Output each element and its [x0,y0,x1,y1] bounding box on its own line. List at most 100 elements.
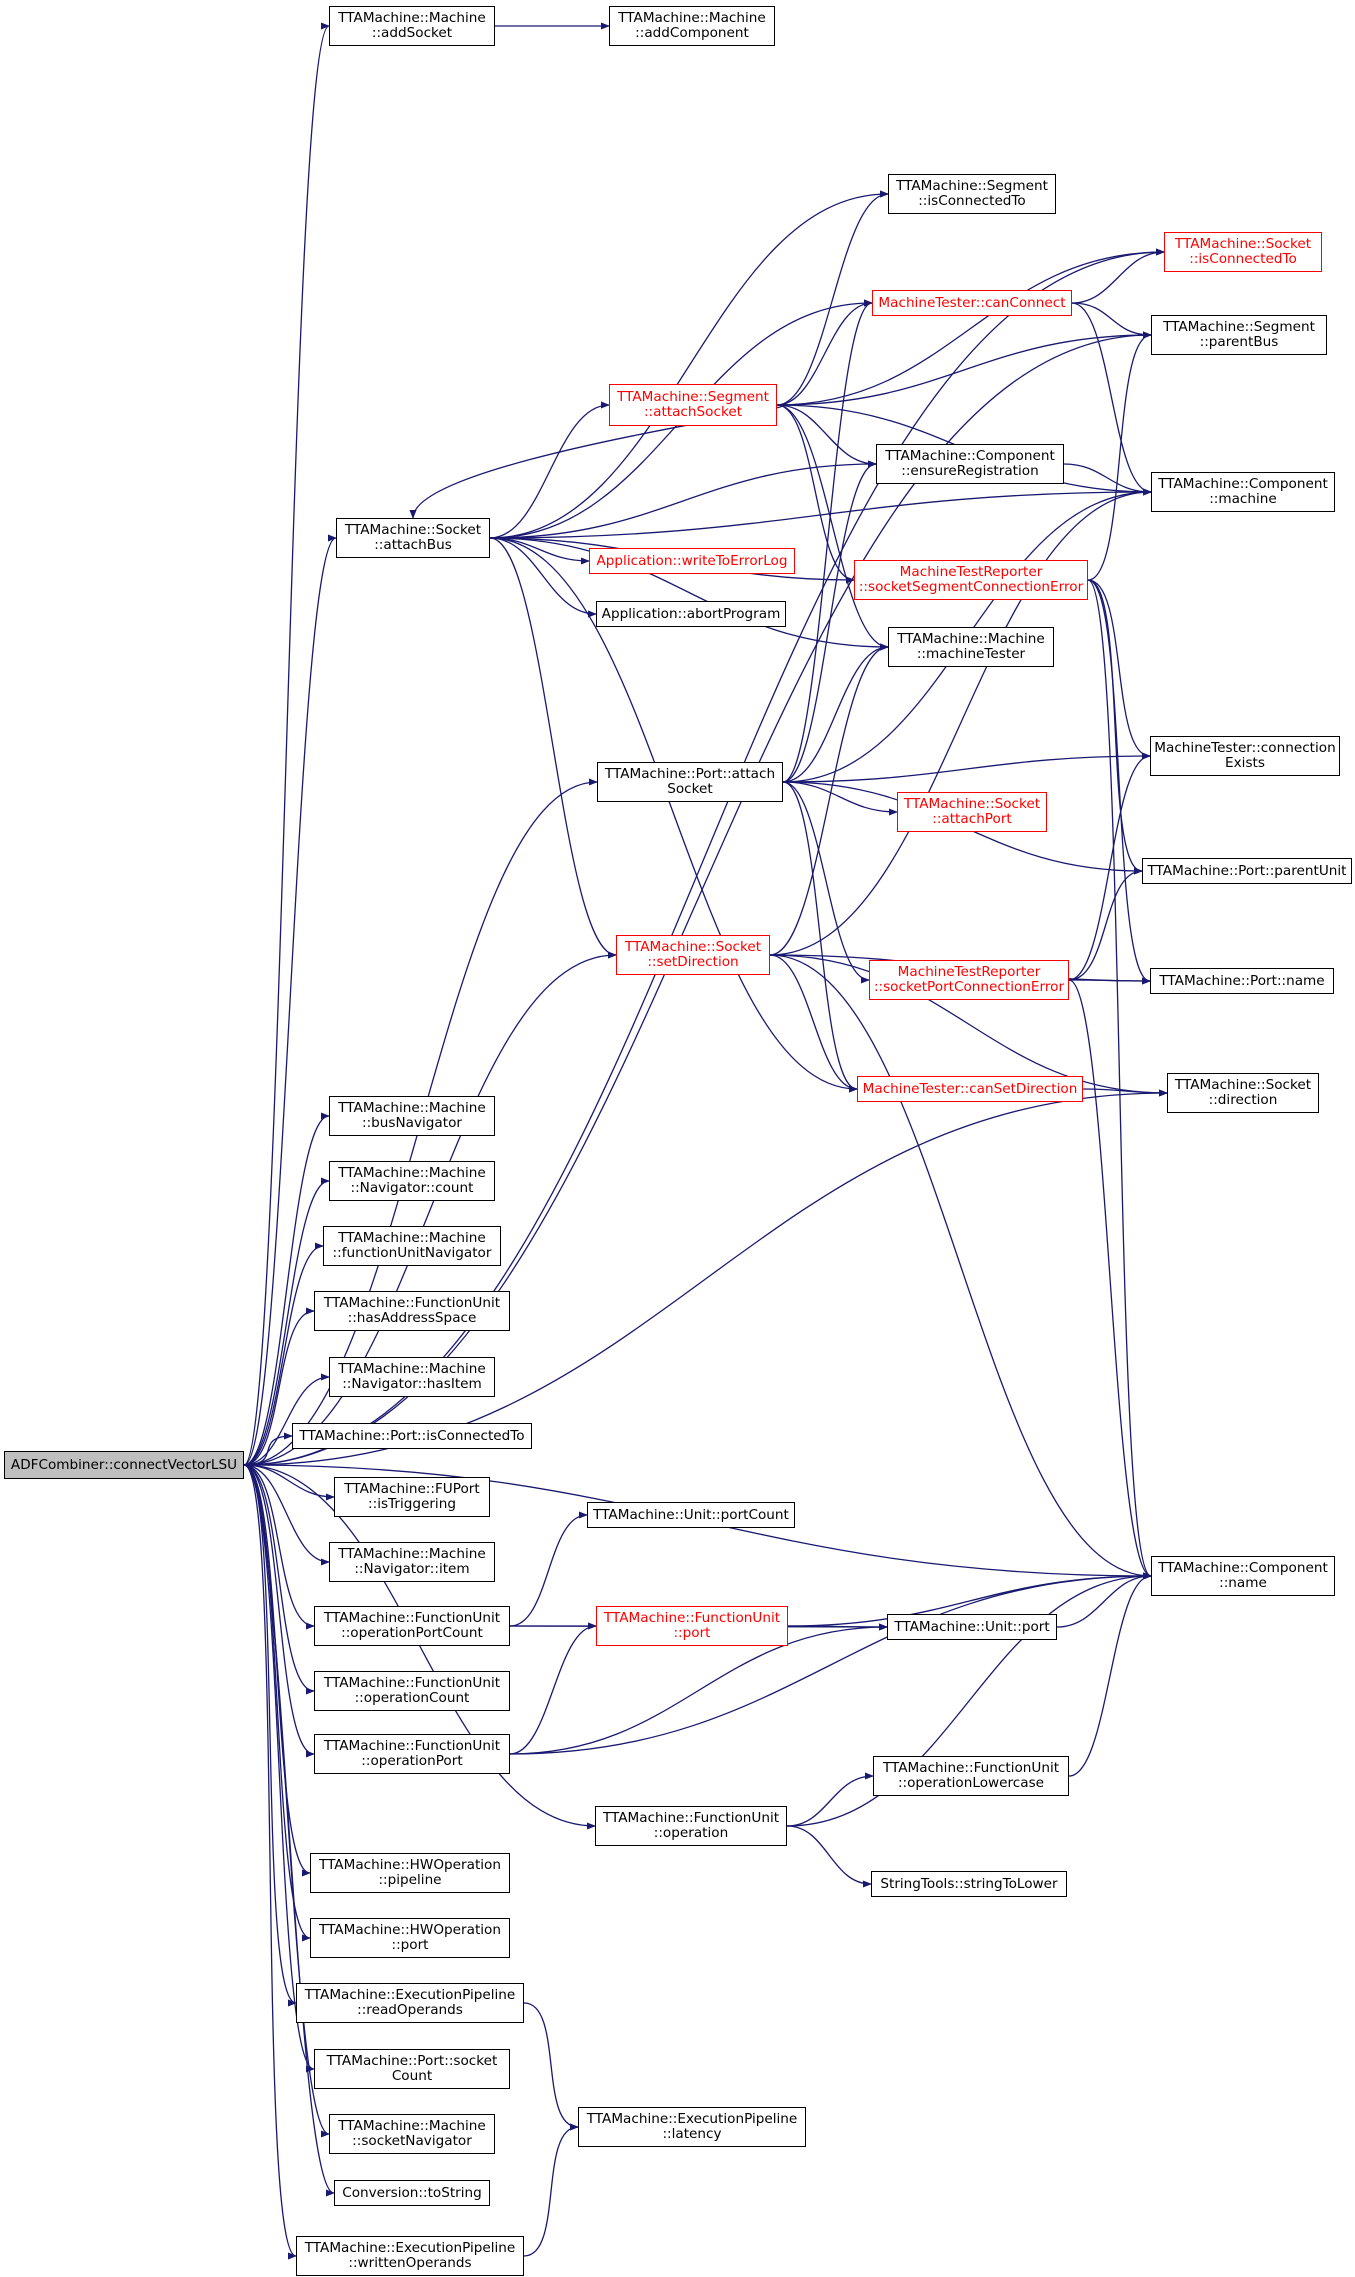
node-functionunit-port[interactable]: TTAMachine::FunctionUnit ::port [596,1606,788,1646]
node-navigator-hasitem[interactable]: TTAMachine::Machine ::Navigator::hasItem [329,1357,495,1397]
call-edge-reporter_socketSegment-to-tester_connectionExists [1087,579,1151,760]
node-port-isconnectedto[interactable]: TTAMachine::Port::isConnectedTo [292,1423,532,1449]
node-component-ensureregistration[interactable]: TTAMachine::Component ::ensureRegistrati… [876,444,1064,484]
call-edge-socket_attachBus-to-app_abortProgram [489,537,597,618]
call-edge-fu_operationPort-to-unit_port [509,1623,888,1755]
call-edge-socket_setDirection-to-machine_machineTester [769,643,889,956]
node-port-attachsocket[interactable]: TTAMachine::Port::attach Socket [597,762,783,802]
call-edge-reporter_socketPort-to-port_parentUnit [1068,867,1143,981]
call-edge-root-to-machine_busNavigator [243,1112,330,1466]
call-edge-fu_operationLowercase-to-component_name [1068,1572,1152,1777]
call-edge-socket_attachBus-to-machine_machineTester [489,537,889,651]
call-edge-root-to-socket_direction [243,1089,1168,1466]
call-edge-segment_attachSocket-to-segment_isConnectedTo [776,190,889,406]
node-navigator-count[interactable]: TTAMachine::Machine ::Navigator::count [329,1161,495,1201]
call-edge-segment_attachSocket-to-machine_machineTester [776,404,889,651]
call-edge-socket_setDirection-to-component_name [769,954,1152,1580]
node-fuport-istriggering[interactable]: TTAMachine::FUPort ::isTriggering [334,1477,490,1517]
call-edge-root-to-machine_fuNavigator [243,1242,324,1466]
node-port-name[interactable]: TTAMachine::Port::name [1150,968,1334,994]
call-edge-root-to-fu_operationCount [243,1464,315,1695]
node-machine-busnavigator[interactable]: TTAMachine::Machine ::busNavigator [329,1096,495,1136]
node-segment-isconnectedto[interactable]: TTAMachine::Segment ::isConnectedTo [888,174,1056,214]
call-edge-port_attachSocket-to-machine_machineTester [782,643,889,783]
node-application-abortprogram[interactable]: Application::abortProgram [596,601,786,627]
node-functionunit-operationlowercase[interactable]: TTAMachine::FunctionUnit ::operationLowe… [873,1756,1069,1796]
node-component-name[interactable]: TTAMachine::Component ::name [1151,1556,1335,1596]
node-socket-attachbus[interactable]: TTAMachine::Socket ::attachBus [336,518,490,558]
node-segment-attachsocket[interactable]: TTAMachine::Segment ::attachSocket [609,384,777,426]
node-socket-direction[interactable]: TTAMachine::Socket ::direction [1167,1073,1319,1113]
call-edge-reporter_socketPort-to-port_name [1068,977,1151,985]
call-edge-tester_canConnect-to-socket_isConnectedTo [1071,248,1165,304]
call-edge-port_attachSocket-to-tester_canSetDirection [782,781,858,1093]
node-functionunit-hasaddressspace[interactable]: TTAMachine::FunctionUnit ::hasAddressSpa… [314,1291,510,1331]
node-executionpipeline-readoperands[interactable]: TTAMachine::ExecutionPipeline ::readOper… [296,1983,524,2023]
call-edge-fu_operation-to-stringTools_stringToLower [786,1825,872,1888]
node-conversion-tostring[interactable]: Conversion::toString [334,2180,490,2206]
call-edge-segment_attachSocket-to-socket_isConnectedTo [776,248,1165,406]
call-edge-root-to-navigator_item [243,1464,330,1566]
node-adfcombiner-connectvectorlsu: ADFCombiner::connectVectorLSU [4,1451,244,1479]
call-edge-port_attachSocket-to-tester_connectionExists [782,752,1151,783]
node-hwoperation-pipeline[interactable]: TTAMachine::HWOperation ::pipeline [310,1853,510,1893]
call-edge-reporter_socketPort-to-tester_connectionExists [1068,752,1151,981]
call-edge-root-to-fu_hasAddressSpace [243,1307,315,1466]
call-edge-socket_attachBus-to-component_ensureRegistration [489,460,877,539]
call-edge-component_ensureRegistration-to-component_machine [1063,463,1152,496]
call-edge-tester_canConnect-to-component_machine [1071,302,1152,496]
call-edge-fu_operationPort-to-component_name [509,1572,1152,1755]
node-machine-addsocket[interactable]: TTAMachine::Machine ::addSocket [329,6,495,46]
call-edge-root-to-port_isConnectedTo [243,1432,293,1466]
call-edge-root-to-fu_operationPort [243,1464,315,1758]
node-functionunit-operationcount[interactable]: TTAMachine::FunctionUnit ::operationCoun… [314,1671,510,1711]
call-edge-socket_setDirection-to-tester_canSetDirection [769,954,858,1093]
node-executionpipeline-latency[interactable]: TTAMachine::ExecutionPipeline ::latency [578,2107,806,2147]
node-machine-machinetester[interactable]: TTAMachine::Machine ::machineTester [888,627,1054,667]
node-port-socketcount[interactable]: TTAMachine::Port::socket Count [314,2049,510,2089]
call-edge-socket_attachBus-to-socket_setDirection [489,537,617,959]
call-edge-socket_attachBus-to-segment_isConnectedTo [489,190,889,539]
node-executionpipeline-writtenoperands[interactable]: TTAMachine::ExecutionPipeline ::writtenO… [296,2236,524,2276]
node-machine-functionunitnavigator[interactable]: TTAMachine::Machine ::functionUnitNaviga… [323,1226,501,1266]
call-edge-socket_setDirection-to-component_machine [769,488,1152,956]
call-edge-port_attachSocket-to-tester_canConnect [782,299,873,783]
call-edge-root-to-port_socketCount [243,1464,315,2073]
call-edge-unit_port-to-component_name [1056,1572,1152,1628]
node-unit-portcount[interactable]: TTAMachine::Unit::portCount [587,1502,795,1528]
node-component-machine[interactable]: TTAMachine::Component ::machine [1151,472,1335,512]
call-edge-segment_attachSocket-to-tester_canConnect [776,299,873,406]
node-machinetester-connectionexists[interactable]: MachineTester::connection Exists [1150,736,1340,776]
node-functionunit-operationport[interactable]: TTAMachine::FunctionUnit ::operationPort [314,1734,510,1774]
node-functionunit-operationportcount[interactable]: TTAMachine::FunctionUnit ::operationPort… [314,1606,510,1646]
call-edge-fu_operationPortCount-to-unit_portCount [509,1511,588,1627]
node-machine-addcomponent[interactable]: TTAMachine::Machine ::addComponent [609,6,775,46]
call-edge-reporter_socketSegment-to-component_name [1087,579,1152,1580]
node-navigator-item[interactable]: TTAMachine::Machine ::Navigator::item [329,1542,495,1582]
call-edge-port_attachSocket-to-socket_attachPort [782,781,898,816]
node-socket-isconnectedto[interactable]: TTAMachine::Socket ::isConnectedTo [1164,232,1322,272]
call-edge-reporter_socketPort-to-component_name [1068,979,1152,1580]
call-edge-segment_attachSocket-to-segment_parentBus [776,331,1152,406]
node-port-parentunit[interactable]: TTAMachine::Port::parentUnit [1142,858,1352,884]
call-edge-fu_operation-to-fu_operationLowercase [786,1772,874,1827]
call-edge-socket_attachBus-to-tester_canSetDirection [489,537,858,1093]
node-reporter-socketportconnectionerror[interactable]: MachineTestReporter ::socketPortConnecti… [869,960,1069,1000]
node-functionunit-operation[interactable]: TTAMachine::FunctionUnit ::operation [595,1806,787,1846]
node-reporter-socketsegmentconnectionerror[interactable]: MachineTestReporter ::socketSegmentConne… [854,560,1088,600]
call-edge-reporter_socketSegment-to-port_parentUnit [1087,579,1143,875]
node-socket-attachport[interactable]: TTAMachine::Socket ::attachPort [897,792,1047,832]
node-machine-socketnavigator[interactable]: TTAMachine::Machine ::socketNavigator [329,2114,495,2154]
node-segment-parentbus[interactable]: TTAMachine::Segment ::parentBus [1151,315,1327,355]
node-machinetester-cansetdirection[interactable]: MachineTester::canSetDirection [857,1076,1083,1102]
node-socket-setdirection[interactable]: TTAMachine::Socket ::setDirection [616,935,770,975]
call-edge-fu_operation-to-component_name [786,1572,1152,1827]
node-application-writetoerrorlog[interactable]: Application::writeToErrorLog [589,548,795,574]
node-unit-port[interactable]: TTAMachine::Unit::port [887,1614,1057,1640]
node-machinetester-canconnect[interactable]: MachineTester::canConnect [872,290,1072,316]
call-edge-reporter_socketSegment-to-port_name [1087,579,1151,985]
call-edge-root-to-pipeline_writtenOperands [243,1464,297,2260]
call-edge-reporter_socketSegment-to-segment_parentBus [1087,331,1152,581]
node-stringtools-stringtolower[interactable]: StringTools::stringToLower [871,1871,1067,1897]
node-hwoperation-port[interactable]: TTAMachine::HWOperation ::port [310,1918,510,1958]
